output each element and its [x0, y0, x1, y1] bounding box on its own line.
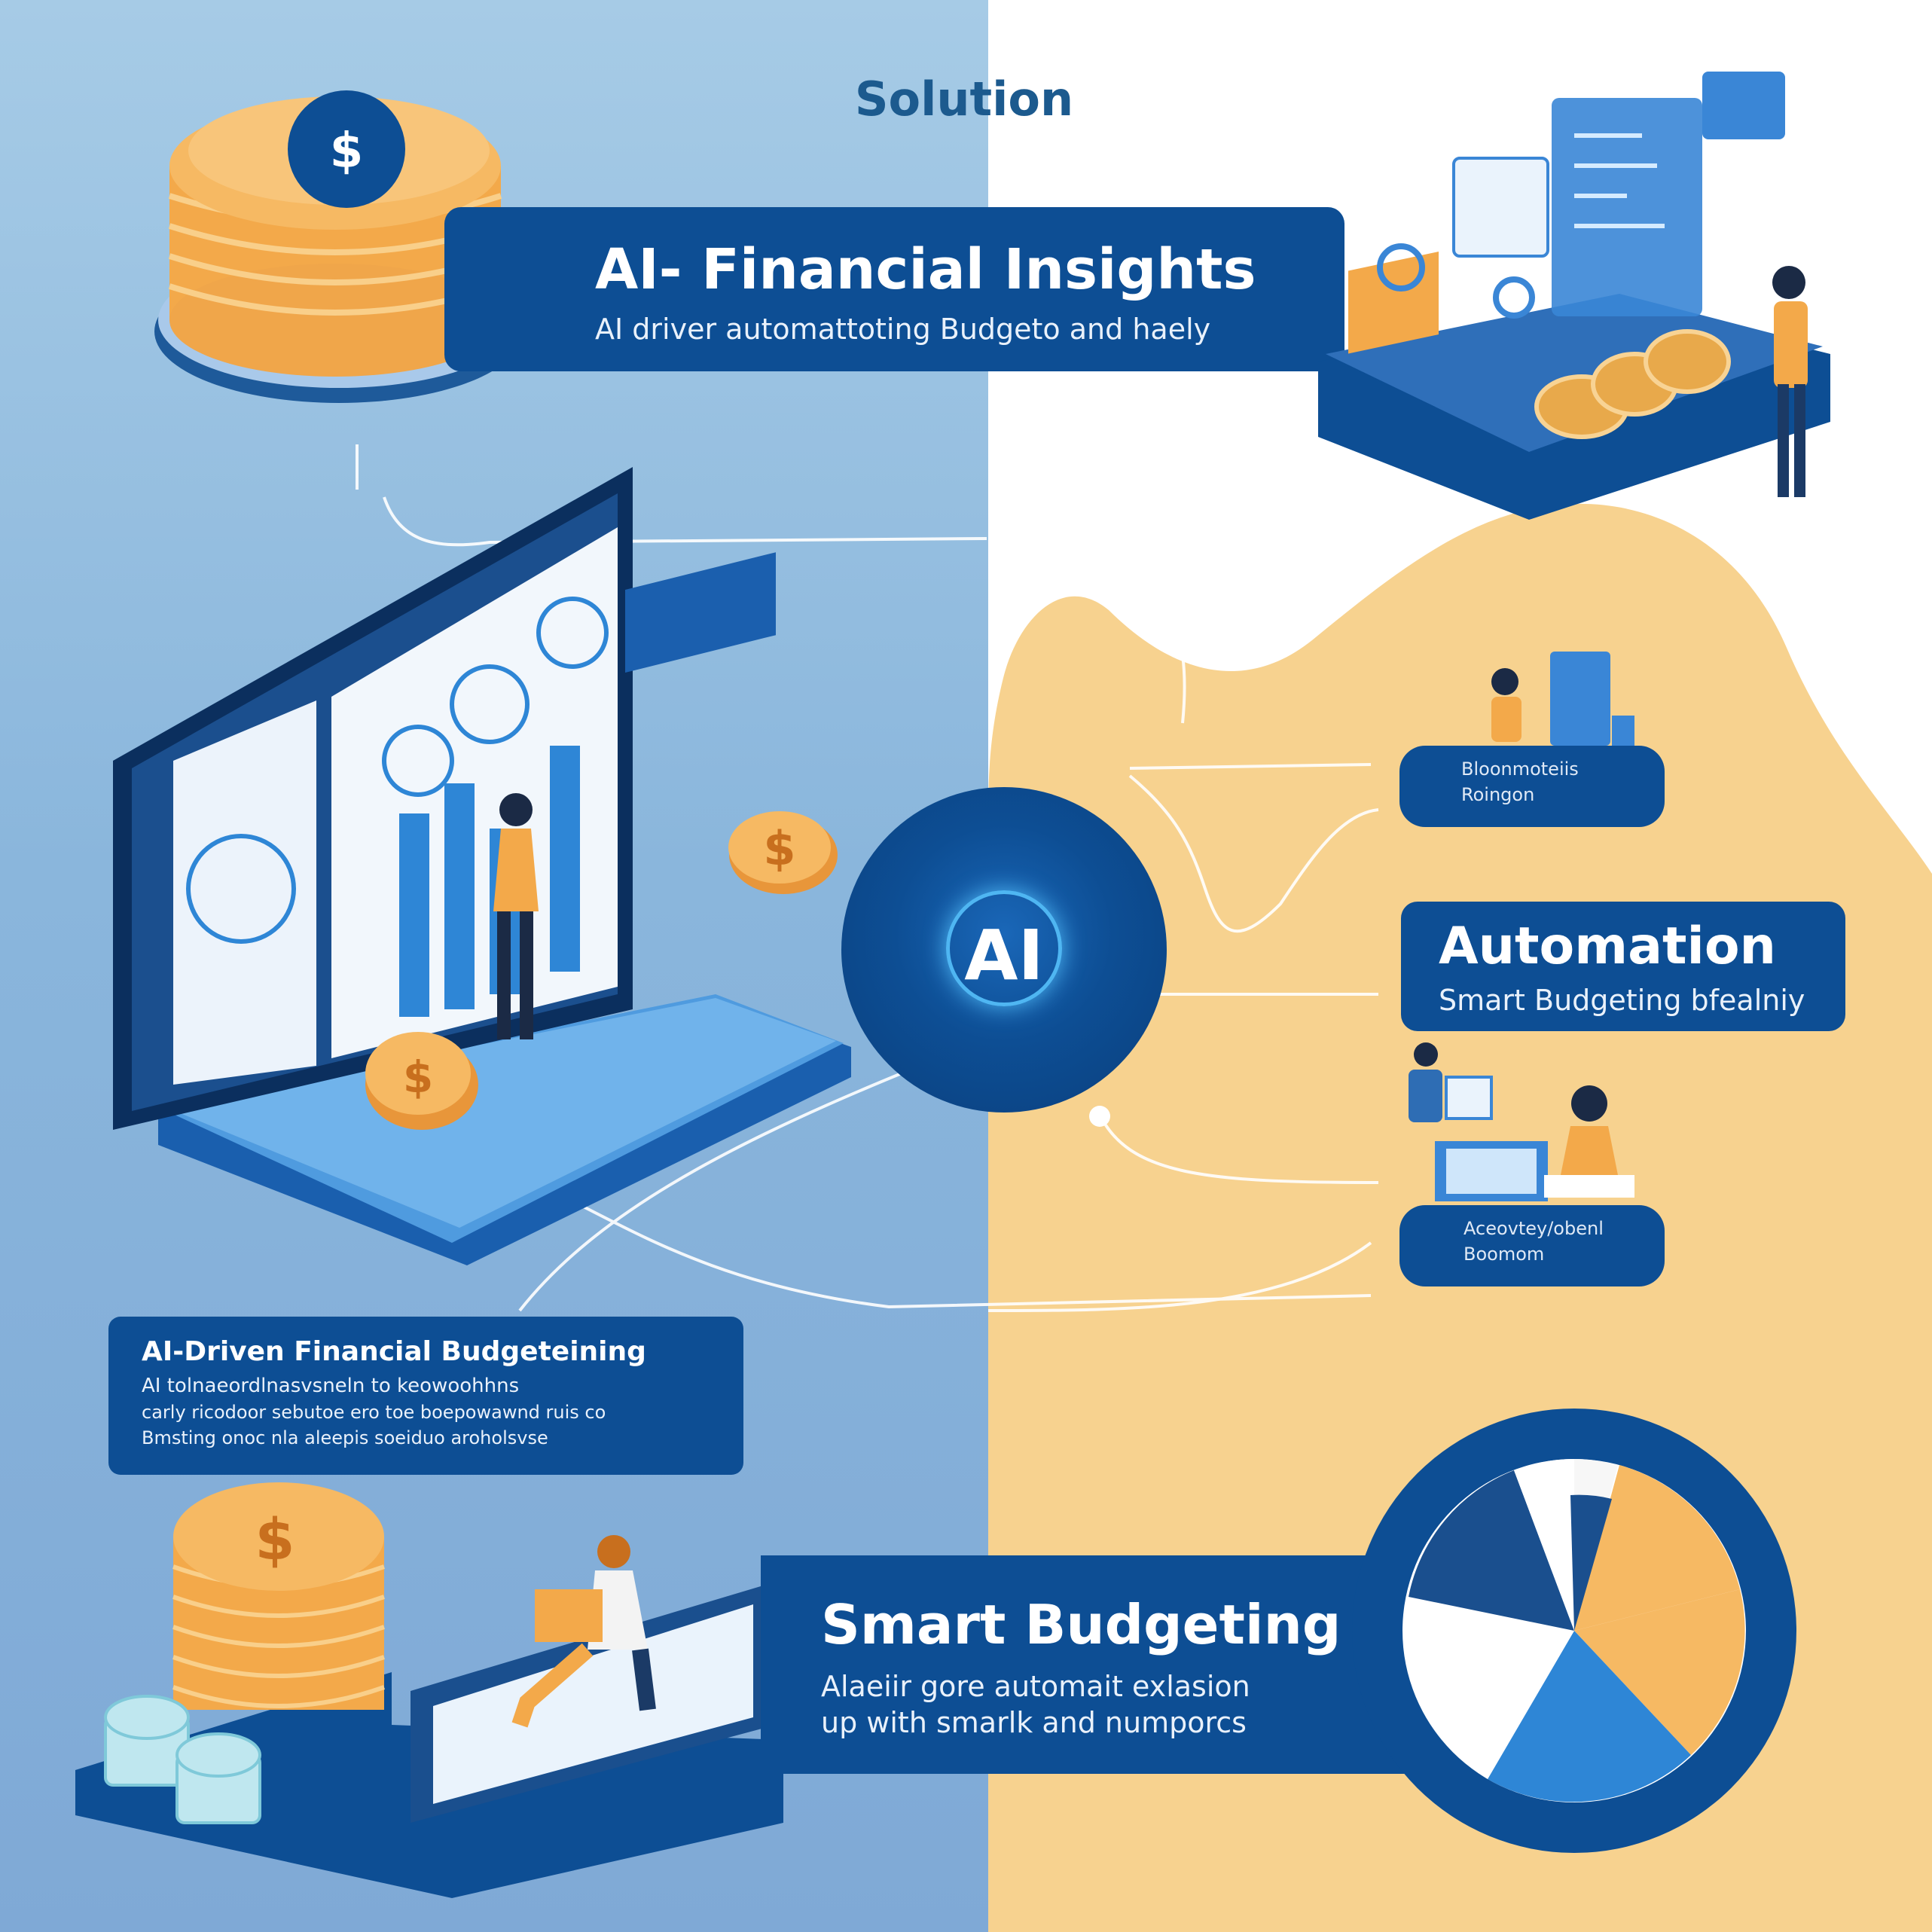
svg-text:$: $ — [330, 124, 364, 179]
budgeting-card-line3: Bmsting onoc nla aleepis soeiduo arohols… — [142, 1427, 548, 1448]
person-figure-icon — [1772, 266, 1808, 497]
automation-banner: Automation Smart Budgeting bfealniy — [1401, 902, 1845, 1031]
svg-text:$: $ — [763, 821, 795, 876]
pill-bottom-line2: Boomom — [1463, 1244, 1545, 1265]
ai-badge-label: AI — [964, 915, 1044, 996]
pill-bottom-line1: Aceovtey/obenl — [1463, 1218, 1604, 1239]
page-heading: Solution — [854, 72, 1074, 127]
budgeting-card-line2: carly ricodoor sebutoe ero toe boepowawn… — [142, 1402, 606, 1423]
pill-bottom: Aceovtey/obenl Boomom — [1399, 1205, 1665, 1286]
screen-panel — [1552, 98, 1702, 316]
smart-budgeting-title: Smart Budgeting — [821, 1593, 1341, 1656]
dollar-coin-icon: $ — [728, 811, 838, 894]
budgeting-card: AI-Driven Financial Budgeteining AI toln… — [108, 1317, 743, 1475]
budgeting-card-title: AI-Driven Financial Budgeteining — [142, 1336, 646, 1367]
person-figure-icon — [493, 793, 539, 1039]
insights-title: AI- Financial Insights — [595, 237, 1256, 302]
budgeting-card-line1: AI tolnaeordlnasvsneln to keowoohhns — [142, 1375, 520, 1397]
coin-stack-icon: $ — [172, 1482, 386, 1710]
automation-title: Automation — [1439, 917, 1776, 976]
person-figure-icon — [511, 1535, 656, 1728]
smart-budgeting-line2: up with smarlk and numporcs — [821, 1706, 1247, 1739]
svg-text:$: $ — [255, 1506, 295, 1573]
svg-text:$: $ — [403, 1051, 433, 1103]
insights-subtitle: AI driver automattoting Budgeto and hael… — [595, 313, 1211, 346]
insights-banner: AI- Financial Insights AI driver automat… — [444, 207, 1344, 371]
smart-budgeting-line1: Alaeiir gore automait exlasion — [821, 1670, 1250, 1703]
ai-glow-ring — [946, 890, 1062, 1006]
pill-top-line2: Roingon — [1461, 784, 1535, 805]
pill-top: Bloonmoteiis Roingon — [1399, 746, 1665, 827]
pill-top-line1: Bloonmoteiis — [1461, 758, 1579, 780]
automation-subtitle: Smart Budgeting bfealniy — [1439, 984, 1805, 1017]
